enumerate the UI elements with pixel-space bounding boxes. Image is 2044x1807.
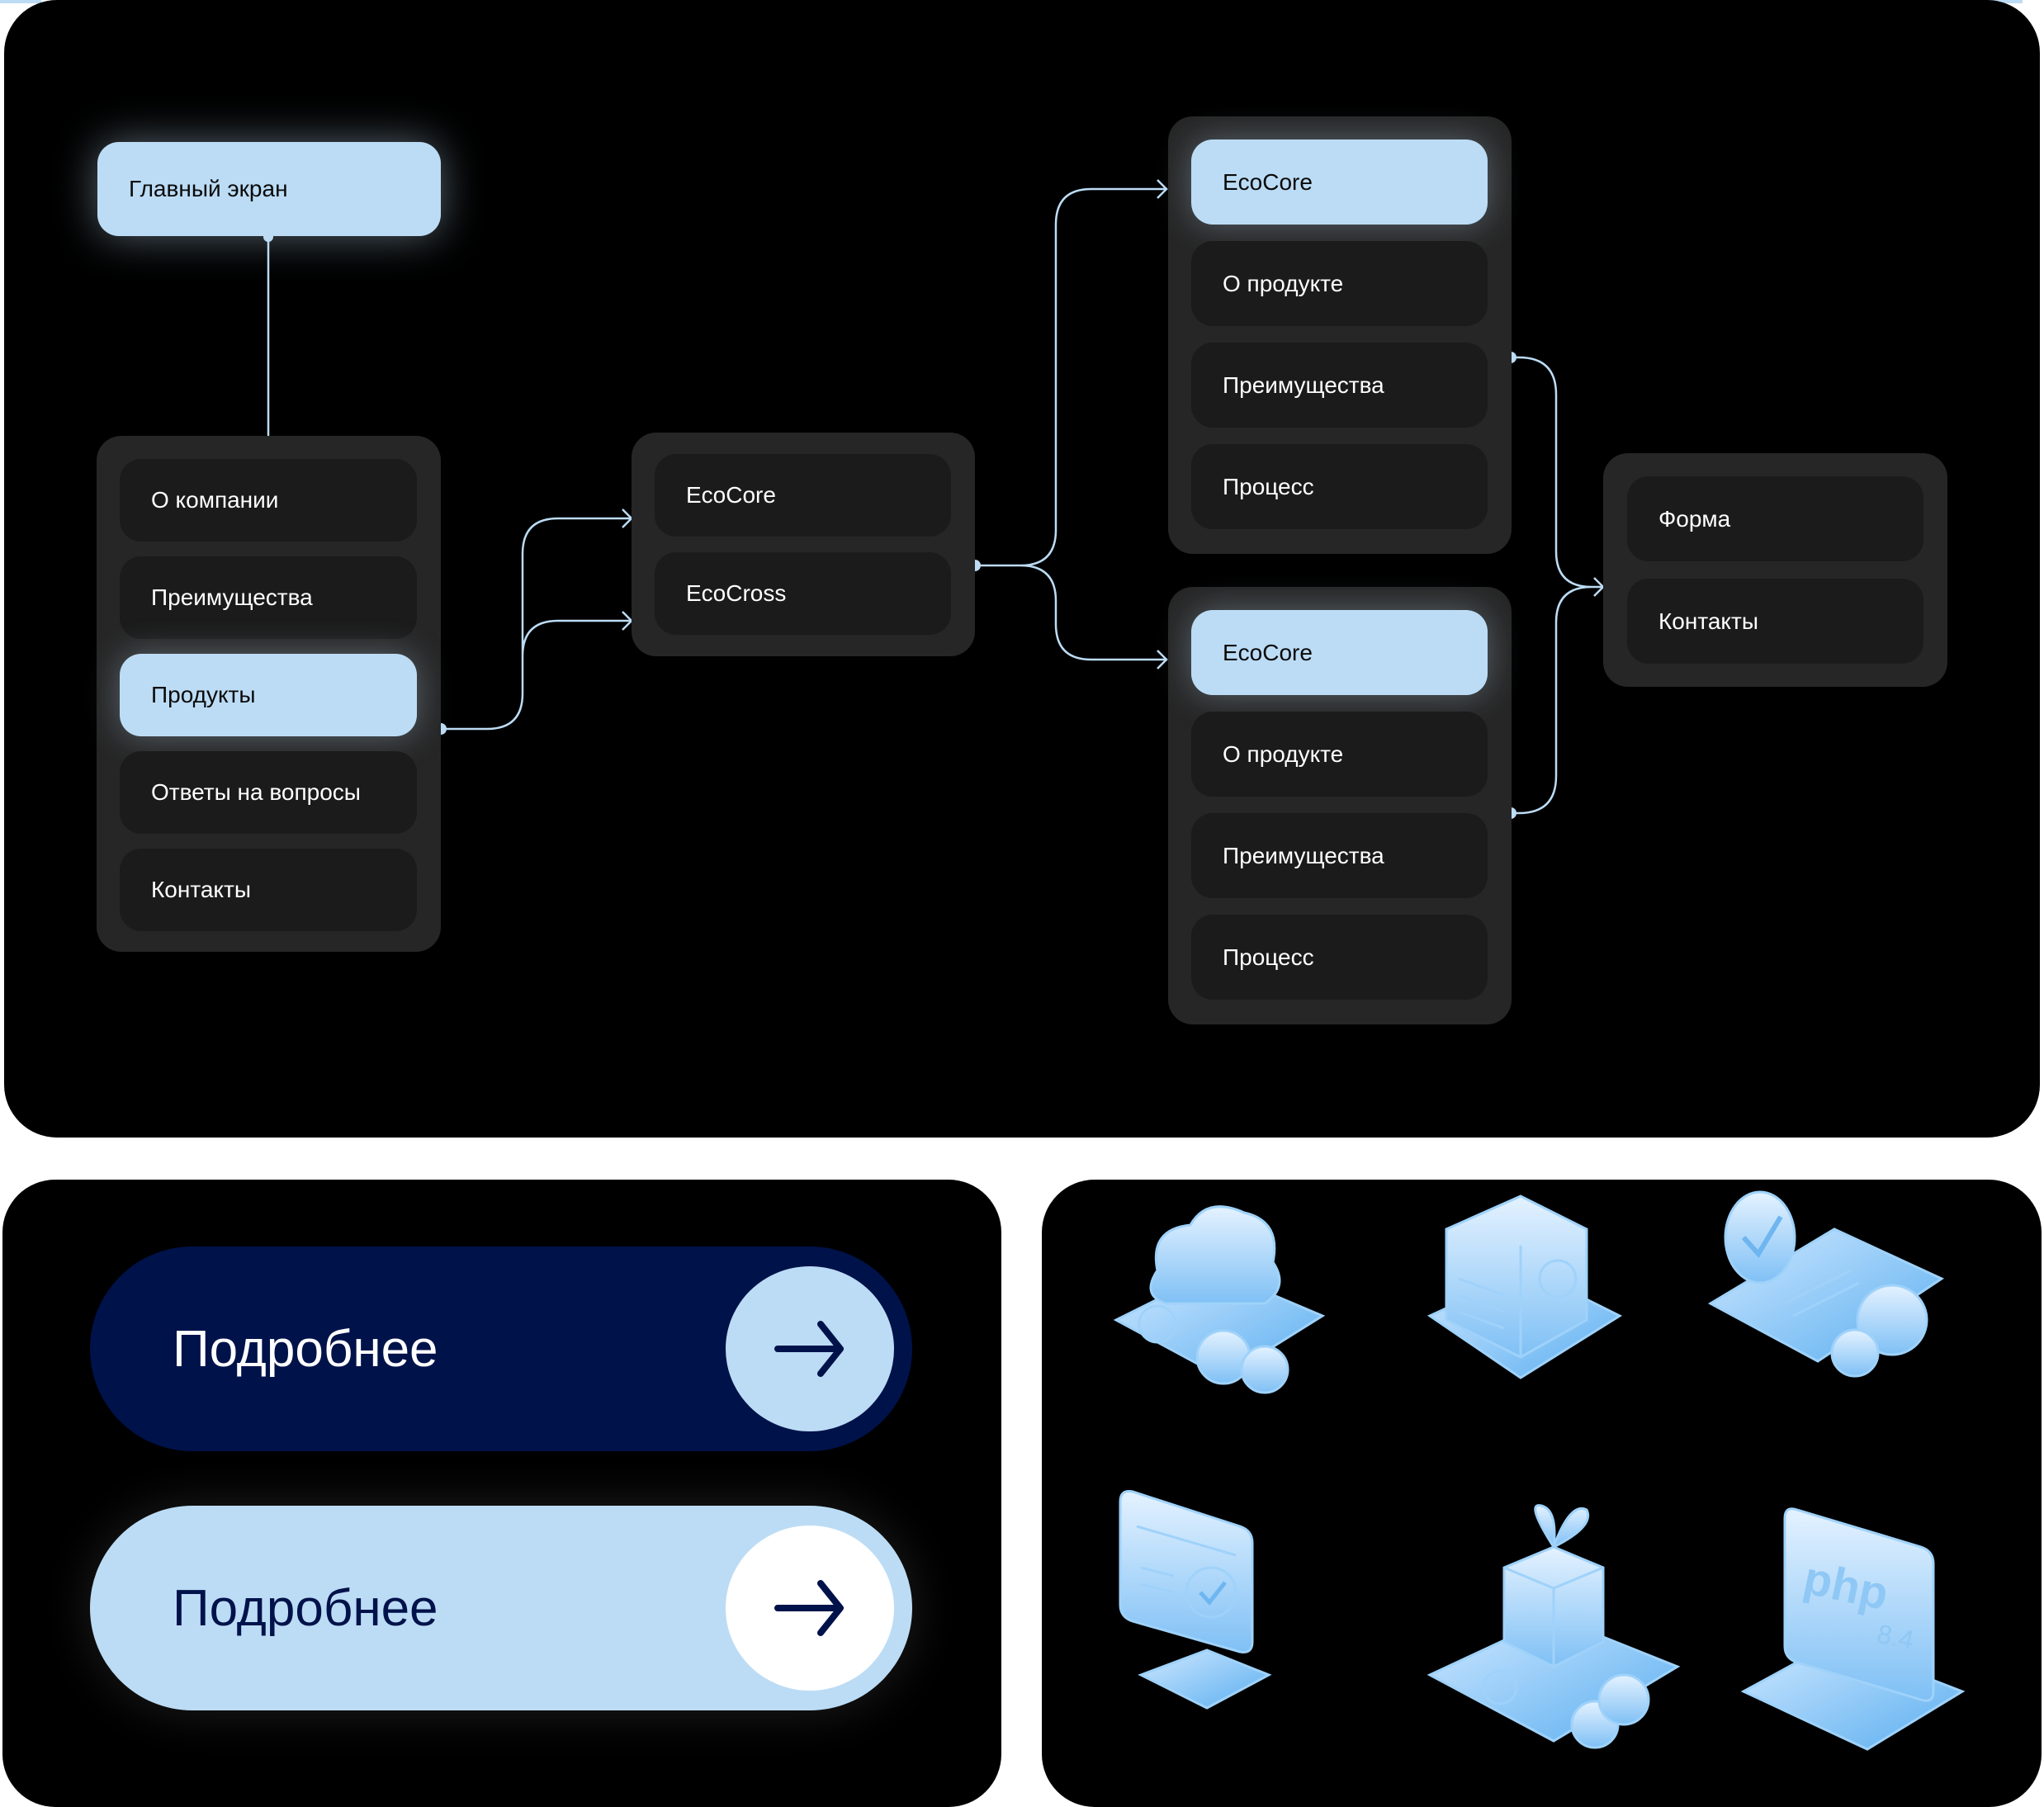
connector-list-to-pages bbox=[975, 179, 1168, 669]
item-label: Процесс bbox=[1223, 944, 1314, 970]
menu-item-products[interactable]: Продукты bbox=[120, 654, 417, 736]
php-icon: php 8.4 bbox=[1740, 1507, 1966, 1751]
arrow-right-icon bbox=[774, 1321, 844, 1377]
menu-item-contacts[interactable]: Контакты bbox=[120, 849, 417, 931]
more-button-dark[interactable]: Подробнее bbox=[90, 1246, 912, 1451]
server-icon bbox=[1427, 1194, 1623, 1379]
menu-group: О компании Преимущества Продукты Ответы … bbox=[97, 436, 441, 952]
item-label: Форма bbox=[1658, 505, 1731, 532]
gift-coins-icon bbox=[1427, 1504, 1681, 1749]
item-label: О компании bbox=[151, 487, 279, 513]
more-button-light[interactable]: Подробнее bbox=[90, 1506, 912, 1710]
item-label: Преимущества bbox=[151, 584, 313, 610]
arrow-circle bbox=[726, 1526, 894, 1691]
contact-item-form[interactable]: Форма bbox=[1627, 476, 1923, 561]
menu-item-advantages[interactable]: Преимущества bbox=[120, 556, 417, 639]
monitor-check-icon bbox=[1119, 1490, 1272, 1710]
product-item-ecocross[interactable]: EcoCross bbox=[655, 552, 951, 635]
node-main-screen[interactable]: Главный экран bbox=[97, 142, 441, 236]
page-b-process[interactable]: Процесс bbox=[1191, 915, 1488, 1000]
connector-main-to-menu bbox=[258, 237, 278, 458]
item-label: EcoCross bbox=[686, 580, 787, 606]
item-label: EcoCore bbox=[686, 482, 776, 508]
item-label: Продукты bbox=[151, 682, 256, 707]
ticket-check-coins-icon bbox=[1707, 1190, 1945, 1378]
menu-item-about[interactable]: О компании bbox=[120, 459, 417, 542]
item-label: О продукте bbox=[1223, 270, 1344, 296]
item-label: Ответы на вопросы bbox=[151, 779, 361, 805]
page-a-process[interactable]: Процесс bbox=[1191, 444, 1488, 529]
arrow-right-icon bbox=[774, 1580, 844, 1636]
page-a-advantages[interactable]: Преимущества bbox=[1191, 343, 1488, 428]
icons-grid: php 8.4 bbox=[1113, 1190, 1966, 1751]
item-label: Преимущества bbox=[1223, 842, 1384, 868]
page-a-about[interactable]: О продукте bbox=[1191, 241, 1488, 326]
page-a-title[interactable]: EcoCore bbox=[1191, 140, 1488, 225]
product-page-a-group: EcoCore О продукте Преимущества Процесс bbox=[1168, 116, 1512, 554]
item-label: EcoCore bbox=[1223, 639, 1313, 665]
products-group: EcoCore EcoCross bbox=[632, 433, 975, 656]
product-page-b-group: EcoCore О продукте Преимущества Процесс bbox=[1168, 587, 1512, 1024]
page-b-about[interactable]: О продукте bbox=[1191, 712, 1488, 797]
connector-pages-to-contact bbox=[1511, 356, 1605, 815]
item-label: Контакты bbox=[1658, 608, 1758, 634]
contact-group: Форма Контакты bbox=[1603, 453, 1947, 687]
arrow-circle bbox=[726, 1266, 894, 1431]
item-label: EcoCore bbox=[1223, 168, 1313, 195]
contact-item-contacts[interactable]: Контакты bbox=[1627, 579, 1923, 664]
connector-products-to-list bbox=[441, 509, 633, 731]
product-item-ecocore[interactable]: EcoCore bbox=[655, 454, 951, 537]
item-label: Контакты bbox=[151, 877, 251, 902]
item-label: О продукте bbox=[1223, 740, 1344, 767]
button-label: Подробнее bbox=[173, 1320, 438, 1378]
item-label: Преимущества bbox=[1223, 371, 1384, 398]
cloud-gear-coins-icon bbox=[1113, 1205, 1326, 1394]
menu-item-faq[interactable]: Ответы на вопросы bbox=[120, 751, 417, 834]
button-label: Подробнее bbox=[173, 1579, 438, 1637]
item-label: Процесс bbox=[1223, 473, 1314, 499]
page-b-advantages[interactable]: Преимущества bbox=[1191, 813, 1488, 898]
page-b-title[interactable]: EcoCore bbox=[1191, 610, 1488, 695]
node-label: Главный экран bbox=[129, 176, 288, 201]
